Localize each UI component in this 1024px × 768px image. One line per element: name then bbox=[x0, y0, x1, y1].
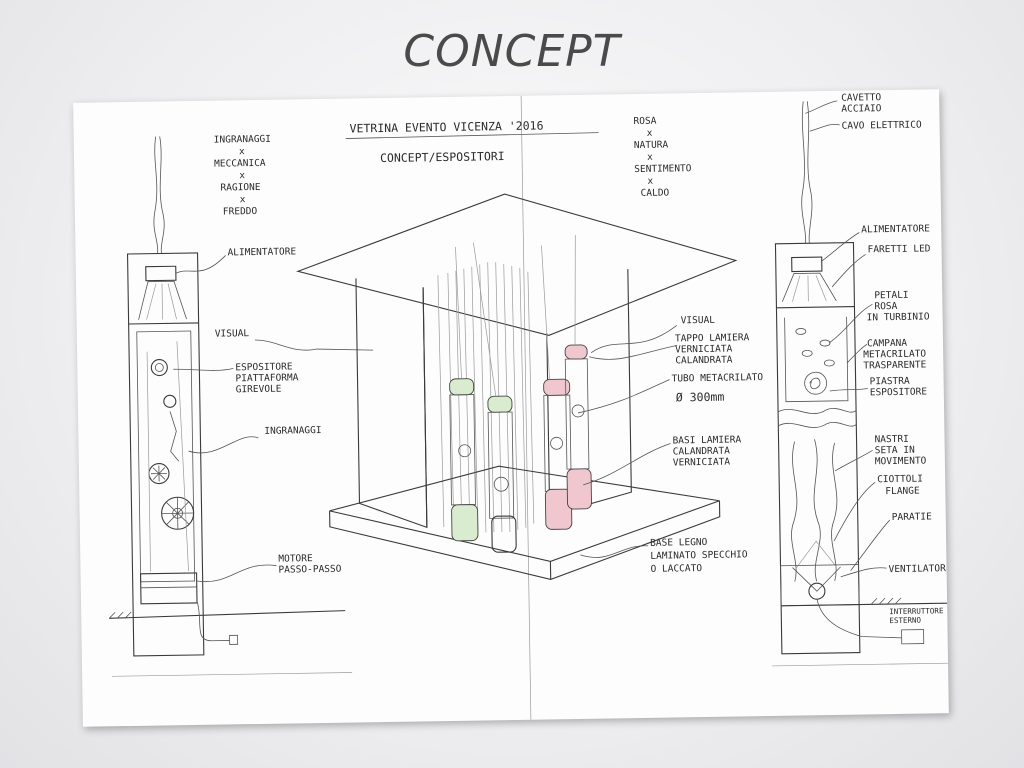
word-x-1: x bbox=[239, 146, 245, 157]
center-perspective-display bbox=[295, 193, 738, 580]
gear-small bbox=[150, 358, 168, 377]
label-basi-1: BASI LAMIERA bbox=[672, 434, 741, 446]
word-caldo: CALDO bbox=[641, 187, 670, 198]
label-left-visual: VISUAL bbox=[215, 328, 250, 340]
petal bbox=[819, 339, 831, 347]
word-x-2: x bbox=[239, 170, 245, 181]
label-ciottoli-1: CIOTTOLI bbox=[877, 474, 923, 486]
word-x-3: x bbox=[240, 194, 246, 205]
word-rosa: ROSA bbox=[633, 116, 656, 127]
label-tappo-1: TAPPO LAMIERA bbox=[675, 332, 750, 344]
label-base-3: O LACCATO bbox=[650, 563, 702, 575]
right-concept-words: ROSA x NATURA x SENTIMENTO x CALDO bbox=[633, 116, 692, 199]
label-cavetto-1: CAVETTO bbox=[841, 92, 881, 104]
label-interruttore-2: ESTERNO bbox=[889, 616, 921, 626]
pillar-3 bbox=[543, 378, 573, 530]
word-x-6: x bbox=[647, 176, 653, 187]
word-x-5: x bbox=[647, 152, 653, 163]
pillar-2 bbox=[487, 395, 517, 553]
word-sentimento: SENTIMENTO bbox=[634, 163, 692, 175]
pillar-4 bbox=[564, 344, 592, 510]
petal bbox=[823, 359, 835, 367]
paper-fold-vertical bbox=[520, 95, 532, 720]
word-ingranaggi: INGRANAGGI bbox=[214, 134, 271, 146]
label-ciottoli-2: FLANGE bbox=[885, 486, 920, 498]
concept-sketch: VETRINA EVENTO VICENZA '2016 CONCEPT/ESP… bbox=[108, 92, 949, 720]
sketch-header-title: VETRINA EVENTO VICENZA '2016 bbox=[349, 118, 543, 135]
left-power-supply bbox=[145, 265, 177, 282]
label-petali-3: IN TURBINIO bbox=[867, 311, 930, 323]
pillar-1 bbox=[449, 378, 479, 542]
sheet-bottom-line-right bbox=[772, 662, 949, 667]
left-concept-words: INGRANAGGI x MECCANICA x RAGIONE x FREDD… bbox=[214, 134, 271, 218]
label-motore-1: MOTORE bbox=[278, 553, 313, 565]
label-faretti-led: FARETTI LED bbox=[867, 243, 930, 255]
label-tappo-3: CALANDRATA bbox=[675, 355, 733, 367]
center-annotations: VISUAL TAPPO LAMIERA VERNICIATA CALANDRA… bbox=[578, 315, 763, 575]
label-ventilatore: VENTILATORE bbox=[888, 563, 948, 575]
label-piastra-1: PIASTRA bbox=[870, 376, 910, 388]
word-natura: NATURA bbox=[634, 139, 669, 151]
label-campana-3: TRASPARENTE bbox=[863, 359, 926, 371]
label-tubo-metacrilato: TUBO METACRILATO bbox=[671, 372, 763, 384]
label-right-alimentatore: ALIMENTATORE bbox=[861, 223, 930, 235]
label-basi-2: CALANDRATA bbox=[673, 446, 731, 458]
right-annotations: CAVETTO ACCIAIO CAVO ELETTRICO ALIMENTAT… bbox=[805, 92, 949, 626]
plug-icon bbox=[229, 634, 239, 645]
gear-tiny bbox=[163, 394, 177, 408]
header-underline bbox=[345, 132, 599, 139]
label-petali-1: PETALI bbox=[874, 290, 908, 302]
slide-title: CONCEPT bbox=[403, 26, 621, 77]
label-nastri-3: MOVIMENTO bbox=[875, 455, 927, 467]
label-left-ingranaggi: INGRANAGGI bbox=[264, 425, 321, 437]
label-motore-2: PASSO-PASSO bbox=[278, 564, 341, 576]
label-tappo-2: VERNICIATA bbox=[675, 344, 733, 356]
label-campana-2: METACRILATO bbox=[863, 348, 926, 360]
label-diametro: Ø 300mm bbox=[676, 390, 725, 405]
word-freddo: FREDDO bbox=[223, 206, 258, 218]
left-display-column bbox=[108, 136, 346, 657]
label-center-visual: VISUAL bbox=[681, 315, 716, 327]
label-nastri-2: SETA IN bbox=[875, 445, 915, 457]
sheet-bottom-line-left bbox=[112, 672, 353, 677]
word-meccanica: MECCANICA bbox=[214, 158, 266, 170]
label-espositore-2: PIATTAFORMA bbox=[235, 372, 298, 384]
concept-sketch-sheet: VETRINA EVENTO VICENZA '2016 CONCEPT/ESP… bbox=[73, 89, 949, 727]
label-cavetto-2: ACCIAIO bbox=[841, 103, 881, 115]
label-basi-3: VERNICIATA bbox=[673, 457, 731, 469]
sketch-header-subtitle: CONCEPT/ESPOSITORI bbox=[380, 149, 505, 165]
petal bbox=[801, 349, 813, 357]
label-paratie: PARATIE bbox=[892, 511, 932, 523]
external-switch bbox=[901, 629, 925, 645]
label-campana-1: CAMPANA bbox=[867, 338, 907, 350]
label-interruttore-1: INTERRUTTORE bbox=[889, 606, 944, 616]
word-ragione: RAGIONE bbox=[220, 182, 260, 194]
label-base-2: LAMINATO SPECCHIO bbox=[650, 549, 748, 562]
label-base-1: BASE LEGNO bbox=[650, 537, 708, 549]
right-display-column bbox=[774, 101, 948, 655]
word-x-4: x bbox=[647, 128, 653, 139]
label-petali-2: ROSA bbox=[874, 301, 897, 312]
label-espositore-3: GIREVOLE bbox=[236, 384, 282, 396]
label-espositore-1: ESPOSITORE bbox=[235, 361, 293, 373]
label-nastri-1: NASTRI bbox=[874, 434, 908, 446]
petal bbox=[795, 328, 807, 335]
rose-icon bbox=[804, 371, 828, 395]
label-left-alimentatore: ALIMENTATORE bbox=[227, 246, 296, 258]
label-cavo-elettrico: CAVO ELETTRICO bbox=[842, 120, 923, 132]
label-piastra-2: ESPOSITORE bbox=[870, 386, 928, 398]
right-power-supply bbox=[791, 256, 823, 273]
left-annotations: ALIMENTATORE VISUAL ESPOSITORE PIATTAFOR… bbox=[173, 246, 374, 583]
